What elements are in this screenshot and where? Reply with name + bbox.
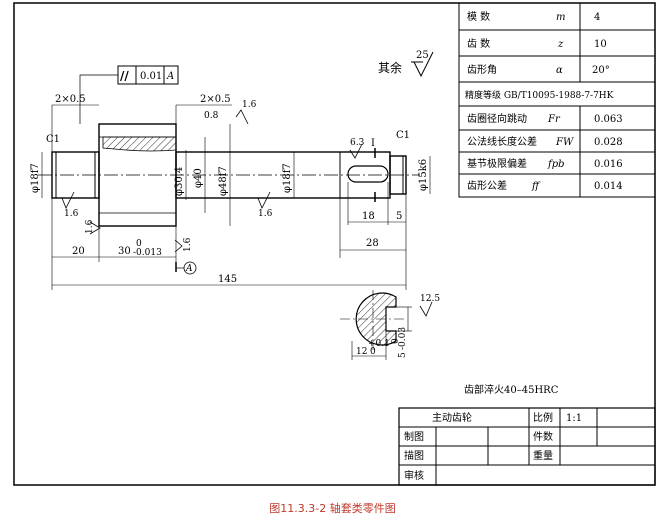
title-part-name: 主动齿轮 <box>432 411 472 424</box>
rough-08: 0.8 <box>204 111 219 121</box>
dim-len-30: 30 <box>118 246 131 257</box>
param-name-7: 齿形公差 <box>467 179 507 192</box>
dim-len-5: 5 <box>396 211 402 222</box>
param-name-3: 精度等级 GB/T10095-1988-7-7HK <box>465 89 614 101</box>
dim-dia-18f7-left: φ18f7 <box>30 163 41 193</box>
dim-len-30-lower: -0.013 <box>133 248 162 258</box>
tooth-partial-section <box>102 136 177 152</box>
rough-16-d: 1.6 <box>258 209 273 219</box>
key-dim-12-upper: +0.1 <box>368 339 390 349</box>
title-qty-label: 件数 <box>533 430 553 443</box>
roughness-note-value: 25 <box>416 50 429 61</box>
rough-16-c: 1.6 <box>242 100 257 110</box>
title-checked-label: 审核 <box>404 469 424 482</box>
tolerance-datum: A <box>166 71 174 82</box>
title-traced-label: 描图 <box>404 449 424 462</box>
rough-16-a: 1.6 <box>64 209 79 219</box>
dimension-labels: 2×0.5 2×0.5 C1 C1 φ18f7 φ30.4 φ40 φ48f7 … <box>30 94 429 285</box>
key-dim-12: 12 <box>356 347 367 357</box>
param-name-1: 齿 数 <box>467 37 490 50</box>
rough-16-b: 1.6 <box>85 219 95 234</box>
param-symbol-5: FW <box>555 137 574 148</box>
dim-len-20: 20 <box>72 246 85 257</box>
param-symbol-7: ff <box>531 181 541 192</box>
tolerance-value: 0.01 <box>140 71 162 82</box>
title-scale-value: 1:1 <box>566 413 582 424</box>
dim-len-145: 145 <box>218 274 237 285</box>
param-name-2: 齿形角 <box>467 64 497 76</box>
param-symbol-4: Fr <box>547 114 561 125</box>
dim-c1-right: C1 <box>396 130 410 141</box>
rough-63: 6.3 <box>350 138 365 148</box>
param-symbol-1: z <box>557 39 564 50</box>
dimension-lines <box>41 104 431 290</box>
dim-dia-48f7: φ48f7 <box>218 166 229 196</box>
roughness-values: 1.6 1.6 1.6 0.8 1.6 6.3 1.6 12.5 <box>64 100 440 304</box>
geometric-tolerance-frame: // 0.01 A <box>79 65 179 124</box>
title-block: 主动齿轮 比例 1:1 制图 件数 描图 重量 审核 <box>398 407 656 486</box>
dim-len-30-upper: 0 <box>136 239 142 249</box>
rough-125: 12.5 <box>420 294 440 304</box>
dim-len-28: 28 <box>366 238 379 249</box>
hardening-note: 齿部淬火40–45HRC <box>464 383 559 396</box>
param-name-5: 公法线长度公差 <box>467 135 537 148</box>
key-dim-12-lower: 0 <box>370 347 376 357</box>
drawing-border <box>13 2 656 486</box>
dim-dia-30-4: φ30.4 <box>174 167 185 196</box>
dim-dia-18f7-right: φ18f7 <box>282 163 293 193</box>
dim-len-18: 18 <box>362 211 375 222</box>
key-dim-5: 5 <box>398 352 408 358</box>
title-drawn-label: 制图 <box>404 430 424 443</box>
dim-dia-15k6: φ15k6 <box>418 159 429 191</box>
datum-letter: A <box>185 264 193 274</box>
param-value-7: 0.014 <box>594 181 623 192</box>
roughness-marks <box>61 109 433 317</box>
param-value-2: 20° <box>592 65 610 76</box>
title-scale-label: 比例 <box>533 411 553 424</box>
param-symbol-0: m <box>556 12 565 23</box>
dim-chamfer-left: 2×0.5 <box>55 94 86 105</box>
param-name-4: 齿圈径向跳动 <box>467 112 527 125</box>
key-dim-5-lower: -0.03 <box>398 327 408 350</box>
figure-caption: 图11.3.3-2 轴套类零件图 <box>269 502 396 515</box>
param-value-5: 0.028 <box>594 137 623 148</box>
param-name-6: 基节极限偏差 <box>467 157 527 170</box>
param-value-0: 4 <box>594 12 600 23</box>
key-dim-5-upper: 0 <box>391 338 401 344</box>
dim-dia-40: φ40 <box>193 168 204 188</box>
dim-c1-left: C1 <box>46 134 60 145</box>
param-symbol-2: α <box>556 65 563 76</box>
dim-chamfer-mid: 2×0.5 <box>200 94 231 105</box>
roughness-symbol <box>413 51 434 78</box>
right-end <box>389 155 407 195</box>
rough-16-e: 1.6 <box>183 237 193 252</box>
param-symbol-6: fpb <box>547 159 565 170</box>
param-name-0: 模 数 <box>467 10 490 23</box>
tolerance-symbol: // <box>120 69 129 83</box>
gear-parameter-table: 模 数 m 4 齿 数 z 10 齿形角 α 20° 精度等级 GB/T1009… <box>458 2 656 198</box>
datum-a: A <box>175 261 197 275</box>
param-value-1: 10 <box>594 39 607 50</box>
keyway <box>347 165 389 183</box>
surface-roughness-note: 其余 25 <box>378 50 434 78</box>
param-value-4: 0.063 <box>594 114 623 125</box>
keyway-section: 12 +0.1 0 5 0 -0.03 <box>340 290 412 360</box>
title-weight-label: 重量 <box>533 449 553 462</box>
param-value-6: 0.016 <box>594 159 623 170</box>
roughness-note-label: 其余 <box>378 60 402 75</box>
shaft-main-view: I <box>38 123 420 227</box>
section-mark-top: I <box>371 138 375 149</box>
